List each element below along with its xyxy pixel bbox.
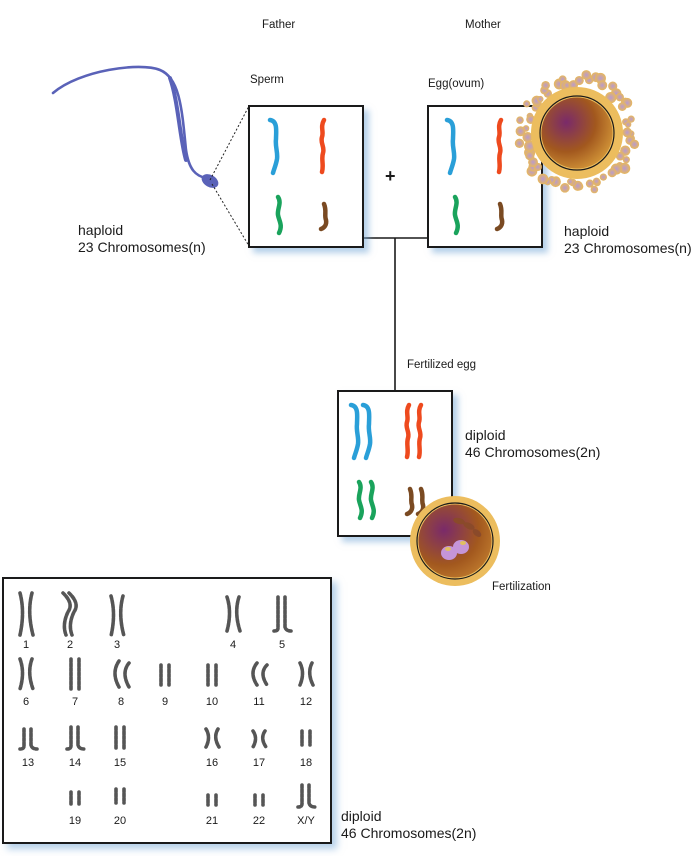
karyotype-number: 6 [22, 696, 30, 708]
karyotype-number: 14 [68, 757, 82, 769]
karyotype-number: X/Y [297, 815, 315, 827]
karyotype-chromosome-21 [206, 793, 218, 807]
karyotype-count: 46 Chromosomes(2n) [341, 825, 477, 841]
chromosome-red [319, 117, 327, 175]
chromosome-brown [318, 201, 329, 232]
sperm-tail [51, 65, 208, 180]
karyotype-number: 10 [205, 696, 219, 708]
karyotype-chromosome-11 [251, 661, 269, 687]
karyotype-number: 17 [252, 757, 266, 769]
sperm-chromosomes [267, 117, 329, 236]
karyotype-number: 21 [205, 815, 219, 827]
chromosome-red [404, 402, 412, 460]
karyotype-chromosome-19 [69, 790, 81, 806]
karyotype-chromosome-12 [298, 661, 315, 687]
karyotype-number: 3 [113, 639, 121, 651]
egg-label: Egg(ovum) [428, 78, 485, 90]
karyotype-chromosome-9 [159, 663, 171, 687]
karyotype-chromosome-22 [253, 793, 265, 807]
fertilized-count: 46 Chromosomes(2n) [465, 444, 601, 460]
karyotype-chromosome-15 [114, 725, 126, 751]
chromosome-green [368, 479, 376, 521]
karyotype-number: 7 [71, 696, 79, 708]
karyotype-chromosomes [18, 591, 317, 809]
karyotype-chromosome-x-y [296, 783, 317, 809]
karyotype-chromosome-6 [18, 657, 35, 691]
fertilization-label: Fertilization [492, 581, 551, 593]
chromosome-green [452, 194, 460, 236]
karyotype-number: 11 [253, 696, 265, 708]
karyotype-chromosome-20 [114, 787, 126, 805]
karyotype-chromosome-4 [225, 595, 242, 633]
karyotype-chromosome-10 [206, 663, 218, 687]
chromosome-brown [404, 486, 415, 517]
chromosome-green [275, 194, 283, 236]
karyotype-chromosome-8 [113, 659, 131, 689]
fertilized-chromosome-box [337, 390, 453, 537]
sperm-head [201, 174, 219, 188]
chromosome-brown [415, 486, 426, 517]
karyotype-number: 19 [68, 815, 82, 827]
karyotype-number: 20 [113, 815, 127, 827]
karyotype-number: 2 [66, 639, 74, 651]
karyotype-chromosome-3 [109, 594, 126, 638]
sperm-ploidy: haploid [78, 222, 124, 238]
egg-ploidy: haploid [564, 223, 610, 239]
father-header: Father [262, 19, 296, 31]
karyotype-number: 4 [229, 639, 237, 651]
karyotype-chromosome-5 [272, 595, 293, 633]
karyotype-number: 22 [252, 815, 266, 827]
karyotype-number: 13 [21, 757, 35, 769]
sperm-count: 23 Chromosomes(n) [78, 239, 206, 255]
mother-header: Mother [465, 19, 501, 31]
chromosome-brown [494, 201, 505, 232]
chromosome-green [356, 479, 364, 521]
chromosome-red [416, 402, 424, 460]
karyotype-chromosome-16 [204, 727, 221, 749]
karyotype-number: 12 [299, 696, 313, 708]
karyotype-chromosome-17 [251, 729, 268, 749]
plus-sign: + [385, 166, 396, 186]
karyotype-chromosome-7 [69, 657, 81, 691]
karyotype-number: 16 [205, 757, 219, 769]
chromosome-blue [444, 117, 457, 176]
sperm-chromosome-box [248, 105, 364, 248]
karyotype-number: 1 [22, 639, 30, 651]
egg-count: 23 Chromosomes(n) [564, 240, 692, 256]
chromosome-red [496, 117, 504, 175]
karyotype-chromosome-13 [18, 727, 39, 751]
karyotype-number: 9 [161, 696, 169, 708]
karyotype-chromosome-18 [300, 729, 312, 747]
chromosome-blue [348, 402, 361, 461]
fertilized-ploidy: diploid [465, 427, 506, 443]
chromosome-blue [267, 117, 280, 176]
karyotype-chromosome-14 [65, 725, 86, 751]
karyotype-ploidy: diploid [341, 808, 382, 824]
egg-chromosome-box [427, 105, 543, 248]
egg-chromosomes [444, 117, 505, 236]
fertilized-egg-label: Fertilized egg [407, 359, 477, 371]
karyotype-number: 15 [113, 757, 127, 769]
karyotype-chromosome-2 [61, 591, 78, 637]
fertilized-chromosomes [348, 402, 426, 521]
karyotype-number: 18 [299, 757, 313, 769]
chromosome-blue [360, 402, 373, 461]
sperm-label: Sperm [250, 74, 284, 86]
karyotype-chromosome-1 [18, 591, 35, 637]
karyotype-number: 5 [278, 639, 286, 651]
karyotype-number: 8 [117, 696, 125, 708]
